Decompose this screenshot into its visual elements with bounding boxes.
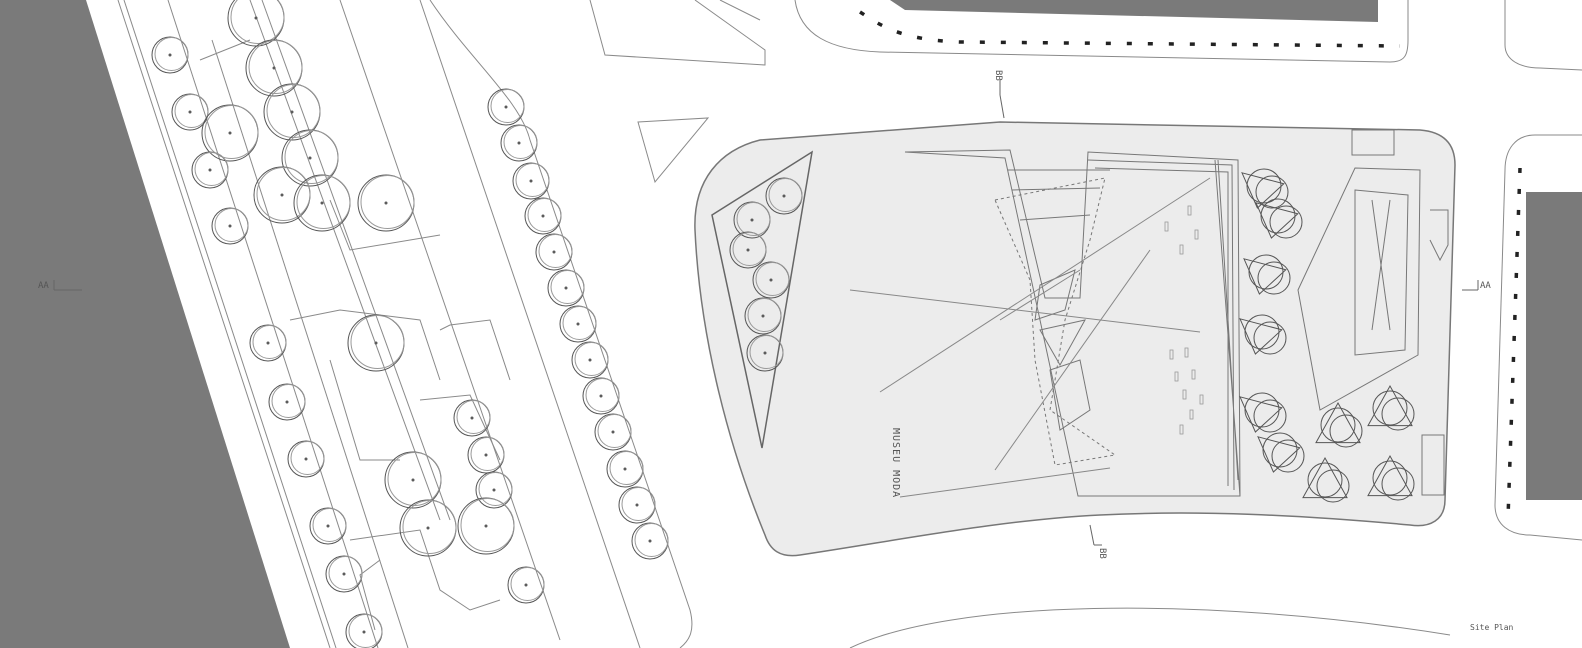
triangle-tree-planter [1239, 314, 1287, 355]
triangle-tree-planter [1243, 254, 1291, 295]
tree-symbol [752, 261, 790, 299]
tree-symbol [467, 436, 505, 474]
triangle-tree-planter [1315, 401, 1363, 448]
tree-symbol [293, 174, 351, 232]
tree-symbol [746, 334, 784, 372]
tree-symbol [263, 83, 321, 141]
right-structure [1297, 129, 1449, 496]
tree-symbol [268, 383, 306, 421]
left-building-block [0, 0, 290, 648]
tree-symbol [547, 269, 585, 307]
tree-symbol [500, 124, 538, 162]
tree-symbol [399, 499, 457, 557]
triangle-planter-left [711, 150, 814, 449]
tree-symbol [287, 440, 325, 478]
section-label-bb-top: BB [993, 70, 1003, 81]
tree-symbol [211, 207, 249, 245]
triangle-tree-planter [1255, 198, 1303, 239]
tree-symbol [245, 39, 303, 97]
section-label-aa-right: AA [1480, 281, 1491, 291]
tree-group [151, 0, 803, 648]
tree-symbol [582, 377, 620, 415]
tree-symbol [453, 399, 491, 437]
seat-marks [1164, 205, 1204, 435]
triangle-tree-planter [1239, 392, 1287, 433]
top-building-block [890, 0, 1378, 22]
bollard-dashes [859, 10, 1522, 519]
tree-symbol [524, 197, 562, 235]
museum-name-label: MUSEU MODA [890, 428, 901, 498]
tree-symbol [345, 613, 383, 648]
tree-symbol [249, 324, 287, 362]
site-plan-caption: Site Plan [1470, 623, 1514, 632]
tree-symbol [559, 305, 597, 343]
tree-symbol [512, 162, 550, 200]
tree-symbol [631, 522, 669, 560]
section-markers [53, 80, 1479, 546]
tree-symbol [487, 88, 525, 126]
museum-building [904, 149, 1241, 497]
triangle-tree-planter [1367, 454, 1415, 501]
triangle-tree-planter [1241, 168, 1289, 209]
tree-symbol [384, 451, 442, 509]
section-label-bb-bottom: BB [1097, 548, 1107, 559]
tree-symbol [253, 166, 311, 224]
tree-symbol [201, 104, 259, 162]
tree-symbol [507, 566, 545, 604]
tree-symbol [357, 174, 415, 232]
tree-symbol [733, 201, 771, 239]
tree-symbol [729, 231, 767, 269]
triangle-tree-planter [1367, 384, 1415, 431]
tree-symbol [571, 341, 609, 379]
tree-symbol [281, 129, 339, 187]
triangle-tree-planter [1302, 456, 1350, 503]
tree-symbol [347, 314, 405, 372]
tree-symbol [171, 93, 209, 131]
tree-symbol [191, 151, 229, 189]
tree-symbol [457, 497, 515, 555]
tree-symbol [535, 233, 573, 271]
tree-symbol [594, 413, 632, 451]
tree-symbol [475, 471, 513, 509]
tree-symbol [227, 0, 285, 47]
tree-symbol [618, 486, 656, 524]
tree-symbol [765, 177, 803, 215]
slash-lines [849, 177, 1211, 498]
tree-symbol [309, 507, 347, 545]
triangle-planters [1239, 168, 1415, 503]
tree-symbol [325, 555, 363, 593]
tree-symbol [606, 450, 644, 488]
tree-symbol [151, 36, 189, 74]
triangle-tree-planter [1257, 432, 1305, 473]
section-label-aa-left: AA [38, 281, 49, 291]
right-building-block [1526, 192, 1582, 500]
tree-symbol [744, 297, 782, 335]
